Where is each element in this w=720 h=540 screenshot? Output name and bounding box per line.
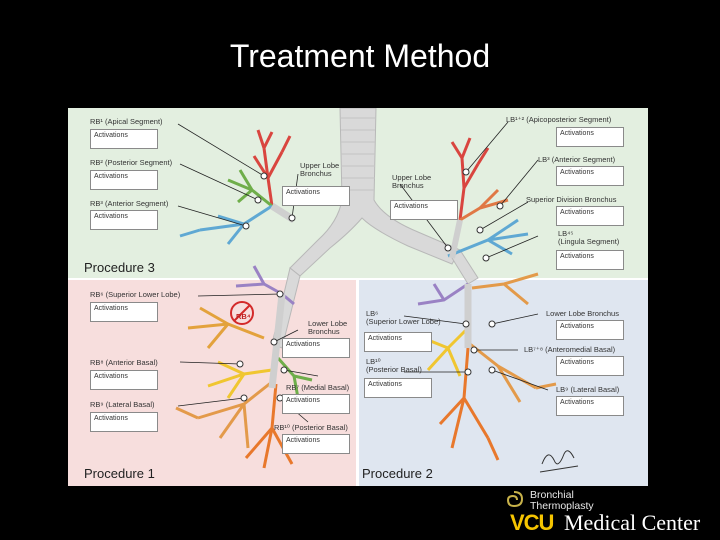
rb8-label: RB⁸ (Anterior Basal): [90, 358, 158, 367]
bronchial-tree-drawing: [175, 108, 579, 473]
lb6-text: LB⁶ (Superior Lower Lobe): [366, 309, 441, 326]
procedure-1-label: Procedure 1: [84, 466, 155, 481]
rb9-branches: [175, 380, 273, 449]
lb9-activations-box: Activations: [556, 396, 624, 416]
lb3-label: LB³ (Anterior Segment): [538, 155, 616, 164]
rb8-activations-box: Activations: [90, 370, 158, 390]
rb4-branches: [187, 306, 265, 349]
lb10-text: LB¹⁰ (Posterior Basal): [366, 357, 422, 374]
rb3-activations-box: Activations: [90, 210, 158, 230]
right-upper-lobe-bronchus-text: Upper Lobe Bronchus: [300, 161, 340, 178]
rb9-activations-box: Activations: [90, 412, 158, 432]
lb12-label: LB¹⁺² (Apicoposterior Segment): [506, 115, 612, 124]
rb3-branches: [179, 204, 273, 245]
right-upper-lobe-bronchus-label: Upper Lobe Bronchus: [300, 162, 339, 178]
lb45-text: LB⁴⁵ (Lingula Segment): [558, 229, 620, 246]
rb10-activations-box: Activations: [282, 434, 350, 454]
leader-lines: [177, 121, 549, 423]
lb6-branches: [417, 282, 469, 306]
rb1-activations-box: Activations: [90, 129, 158, 149]
left-upper-lobe-bronchus-text: Upper Lobe Bronchus: [392, 173, 432, 190]
medical-center-wordmark: Medical Center: [564, 510, 701, 535]
lb78-label: LB⁷⁺⁸ (Anteromedial Basal): [524, 345, 616, 354]
trachea-rings: [341, 117, 375, 191]
bronchial-thermoplasty-text: Bronchial Thermoplasty: [530, 490, 594, 512]
lb6-label: LB⁶ (Superior Lower Lobe): [366, 310, 441, 326]
lb45-label: LB⁴⁵ (Lingula Segment): [558, 230, 619, 246]
activation-points: [236, 168, 504, 402]
rb4-marker-slash: [233, 304, 251, 322]
rb2-activations-box: Activations: [90, 170, 158, 190]
procedure-2-label: Procedure 2: [362, 466, 433, 481]
lb3-activations-box: Activations: [556, 166, 624, 186]
left-upper-lobe-bronchus-label: Upper Lobe Bronchus: [392, 174, 431, 190]
rb2-branches: [227, 169, 273, 208]
slide-title: Treatment Method: [229, 38, 491, 74]
lower-lobe-branches-upper: [471, 272, 539, 306]
rb9-label: RB⁹ (Lateral Basal): [90, 400, 155, 409]
superior-division-activations-box: Activations: [556, 206, 624, 226]
procedure-3-label: Procedure 3: [84, 260, 155, 275]
right-lower-lobe-bronchus-label: Lower Lobe Bronchus: [308, 320, 347, 336]
right-lower-lobe-bronchus-text: Lower Lobe Bronchus: [308, 319, 348, 336]
lower-lobe-left-activations-box: Activations: [556, 320, 624, 340]
rb1-label: RB¹ (Apical Segment): [90, 117, 163, 126]
bronchial-tree-figure: Procedure 3 Procedure 1 Procedure 2 RB¹ …: [68, 108, 648, 486]
lb10-label: LB¹⁰ (Posterior Basal): [366, 358, 422, 374]
vcu-wordmark: VCU: [510, 510, 554, 535]
rb7-label: RB⁷ (Medial Basal): [286, 383, 350, 392]
lb78-activations-box: Activations: [556, 356, 624, 376]
rb10-label: RB¹⁰ (Posterior Basal): [274, 423, 348, 432]
lb12-activations-box: Activations: [556, 127, 624, 147]
rb4-label: RB⁴: [236, 312, 251, 321]
lb3-branches: [459, 188, 509, 222]
right-upper-lobe-activations-box: Activations: [282, 186, 350, 206]
bronchial-thermoplasty-swirl-icon: [506, 491, 524, 508]
lb10-activations-box: Activations: [364, 378, 432, 398]
logo-line2: Thermoplasty: [530, 500, 594, 512]
rb3-label: RB³ (Anterior Segment): [90, 199, 169, 208]
lb10-branches: [438, 347, 500, 461]
lb12-branches: [450, 137, 490, 221]
lb9-branches: [469, 342, 557, 403]
rb7-branches: [276, 357, 313, 399]
lb45-activations-box: Activations: [556, 250, 624, 270]
rb2-label: RB² (Posterior Segment): [90, 158, 173, 167]
lower-lobe-bronchus-left-label: Lower Lobe Bronchus: [546, 309, 619, 318]
left-upper-lobe-activations-box: Activations: [390, 200, 458, 220]
rb8-branches: [207, 360, 273, 399]
left-upper-lobe-bronchus: [449, 219, 463, 259]
rb7-activations-box: Activations: [282, 394, 350, 414]
lb45-branches: [447, 218, 529, 258]
rb6-label: RB⁶ (Superior Lower Lobe): [90, 290, 181, 299]
rb6-activations-box: Activations: [90, 302, 158, 322]
vcu-bronchial-thermoplasty-logo: Bronchial Thermoplasty VCU Medical Cente…: [498, 488, 720, 538]
rb6-branches: [235, 265, 295, 306]
right-lower-lobe-activations-box: Activations: [282, 338, 350, 358]
logo-line1: Bronchial: [530, 489, 574, 501]
netter-signature: [539, 450, 579, 473]
lb78-branches: [426, 326, 470, 377]
lb6-activations-box: Activations: [364, 332, 432, 352]
rb4-marker-circle: [230, 301, 254, 325]
lb9-label: LB⁹ (Lateral Basal): [556, 385, 620, 394]
superior-division-label: Superior Division Bronchus: [526, 195, 617, 204]
